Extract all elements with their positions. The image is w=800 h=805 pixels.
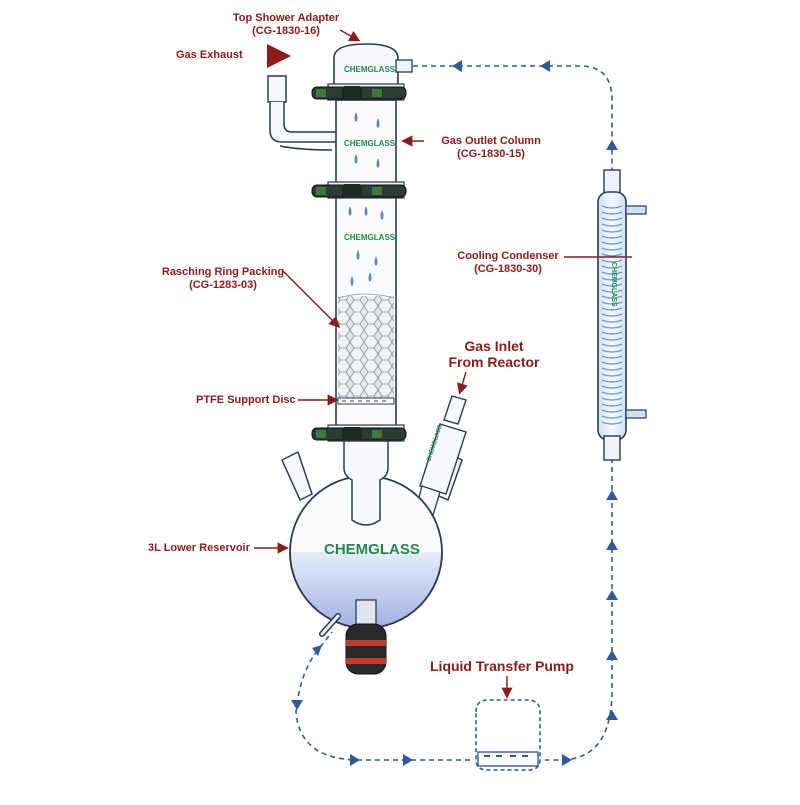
gas-outlet-column-code: (CG-1830-15)	[457, 148, 525, 160]
coil-turn	[601, 235, 623, 239]
rasching-ring-packing-name: Rasching Ring Packing	[161, 266, 285, 278]
coil-turn	[601, 331, 623, 335]
coil-turn	[601, 355, 623, 359]
coil-turn	[601, 349, 623, 353]
coil-turn	[601, 391, 623, 395]
reservoir-brand-mark: CHEMGLASS	[324, 541, 420, 558]
top-shower-adapter-label: Top Shower Adapter (CG-1830-16)	[226, 12, 346, 38]
coil-turn	[601, 271, 623, 275]
column-brand-marks: CHEMGLASS CHEMGLASS CHEMGLASS	[344, 65, 396, 242]
coil-turn	[601, 379, 623, 383]
liquid-transfer-pump-label: Liquid Transfer Pump	[430, 658, 574, 674]
column-body	[327, 43, 413, 442]
brand-mark: CHEMGLASS	[344, 139, 396, 148]
coil-turn	[601, 229, 623, 233]
coil-turn	[601, 241, 623, 245]
leader-lines	[254, 29, 632, 699]
gas-outlet-column-label: Gas Outlet Column (CG-1830-15)	[426, 135, 556, 161]
top-shower-adapter-name: Top Shower Adapter	[232, 12, 340, 24]
rasching-ring-packing-label: Rasching Ring Packing (CG-1283-03)	[160, 266, 286, 292]
coil-turn	[601, 259, 623, 263]
coil-turn	[601, 343, 623, 347]
pump-impeller	[477, 751, 539, 767]
coil-turn	[601, 325, 623, 329]
coil-turn	[601, 253, 623, 257]
droplets	[348, 112, 384, 286]
brand-mark: CHEMGLASS	[344, 233, 396, 242]
brand-mark: CHEMGLASS	[344, 65, 396, 74]
svg-text:CHEMGLASS: CHEMGLASS	[610, 262, 617, 307]
top-shower-adapter-code: (CG-1830-16)	[252, 25, 320, 37]
gas-exhaust-label: Gas Exhaust	[176, 49, 243, 61]
coil-turn	[601, 295, 623, 299]
coil-turn	[601, 307, 623, 311]
coil-turn	[601, 313, 623, 317]
coil-turn	[601, 283, 623, 287]
gas-outlet-column-name: Gas Outlet Column	[441, 135, 541, 147]
cooling-condenser-label: Cooling Condenser (CG-1830-30)	[448, 250, 568, 276]
ptfe-support-disc-label: PTFE Support Disc	[196, 394, 296, 406]
coil-turn	[601, 205, 623, 209]
coil-turn	[601, 409, 623, 413]
coil-turn	[601, 367, 623, 371]
reservoir-flask: CHEMGLASS CHEMGLASS	[281, 395, 467, 675]
coil-turn	[601, 415, 623, 419]
coil-turn	[601, 247, 623, 251]
coil-turn	[601, 403, 623, 407]
coil-turn	[601, 301, 623, 305]
coil-turn	[601, 211, 623, 215]
coil-turn	[601, 337, 623, 341]
rasching-ring-packing-code: (CG-1283-03)	[189, 279, 257, 291]
coil-turn	[601, 373, 623, 377]
coil-turn	[601, 397, 623, 401]
flow-arrows	[291, 60, 618, 766]
clamps	[311, 86, 407, 441]
coil-turn	[601, 223, 623, 227]
cooling-condenser-code: (CG-1830-30)	[474, 263, 542, 275]
coil-turn	[601, 277, 623, 281]
coil-turn	[601, 265, 623, 269]
coil-turn	[601, 421, 623, 425]
lower-reservoir-label: 3L Lower Reservoir	[148, 542, 250, 554]
cooling-condenser: CHEMGLASS	[597, 169, 647, 461]
coil-turn	[601, 217, 623, 221]
gas-inlet-line2: From Reactor	[448, 354, 540, 370]
exhaust-arrow	[266, 44, 291, 68]
coil-turn	[601, 289, 623, 293]
coil-turn	[601, 361, 623, 365]
gas-inlet-line1: Gas Inlet	[464, 338, 524, 354]
gas-inlet-label: Gas Inlet From Reactor	[434, 338, 554, 370]
coil-turn	[601, 385, 623, 389]
coil-turn	[601, 319, 623, 323]
cooling-condenser-name: Cooling Condenser	[457, 250, 559, 262]
